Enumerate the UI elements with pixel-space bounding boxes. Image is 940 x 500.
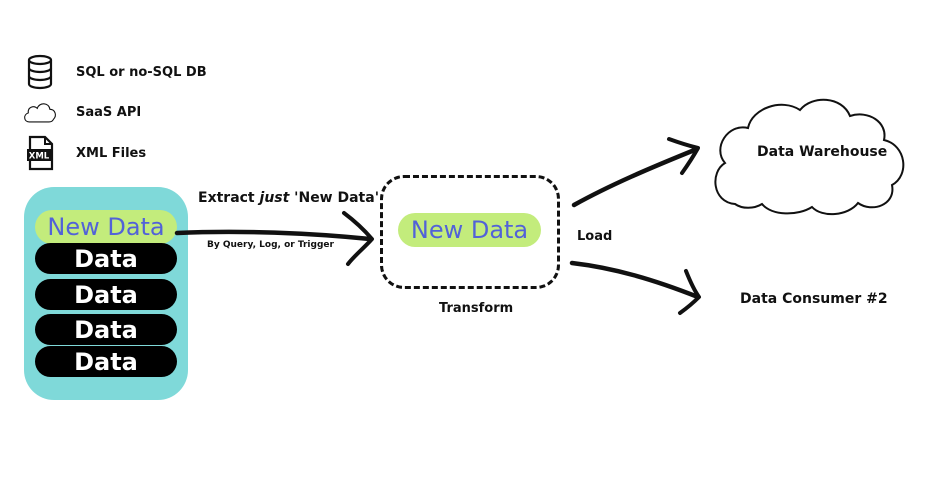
xml-badge-text: XML — [29, 152, 50, 162]
load-label: Load — [577, 229, 613, 244]
extract-label-emphasis: just — [259, 190, 290, 206]
legend-label-saas: SaaS API — [76, 104, 142, 120]
legend-item-database: SQL or no-SQL DB — [22, 54, 207, 90]
cloud-icon — [22, 94, 58, 130]
warehouse-cloud — [714, 98, 905, 215]
extract-method-label: By Query, Log, or Trigger — [207, 240, 334, 250]
consumer-label: Data Consumer #2 — [740, 291, 888, 307]
extract-label: Extract just 'New Data' — [198, 190, 379, 206]
database-icon — [22, 54, 58, 90]
source-data-row: Data — [35, 314, 177, 345]
legend-label-database: SQL or no-SQL DB — [76, 64, 207, 80]
extract-arrow — [174, 229, 373, 242]
warehouse-arrow-head — [667, 137, 700, 175]
transform-box — [380, 175, 560, 289]
warehouse-arrow — [571, 146, 700, 208]
extract-label-prefix: Extract — [198, 190, 260, 206]
legend-item-xml: XML XML Files — [22, 135, 146, 171]
source-data-row: Data — [35, 346, 177, 377]
source-data-row: Data — [35, 279, 177, 310]
consumer-arrow-head — [678, 269, 701, 315]
consumer-arrow — [569, 260, 701, 300]
transform-new-data-pill: New Data — [398, 213, 541, 247]
extract-label-suffix: 'New Data' — [289, 190, 379, 206]
legend-label-xml: XML Files — [76, 145, 147, 161]
source-data-row: Data — [35, 243, 177, 274]
legend-item-saas: SaaS API — [22, 94, 141, 130]
xml-file-icon: XML — [22, 135, 58, 171]
source-new-data-pill: New Data — [35, 210, 177, 244]
extract-arrow-head — [342, 211, 374, 266]
warehouse-label: Data Warehouse — [757, 144, 888, 160]
transform-caption: Transform — [439, 301, 514, 316]
